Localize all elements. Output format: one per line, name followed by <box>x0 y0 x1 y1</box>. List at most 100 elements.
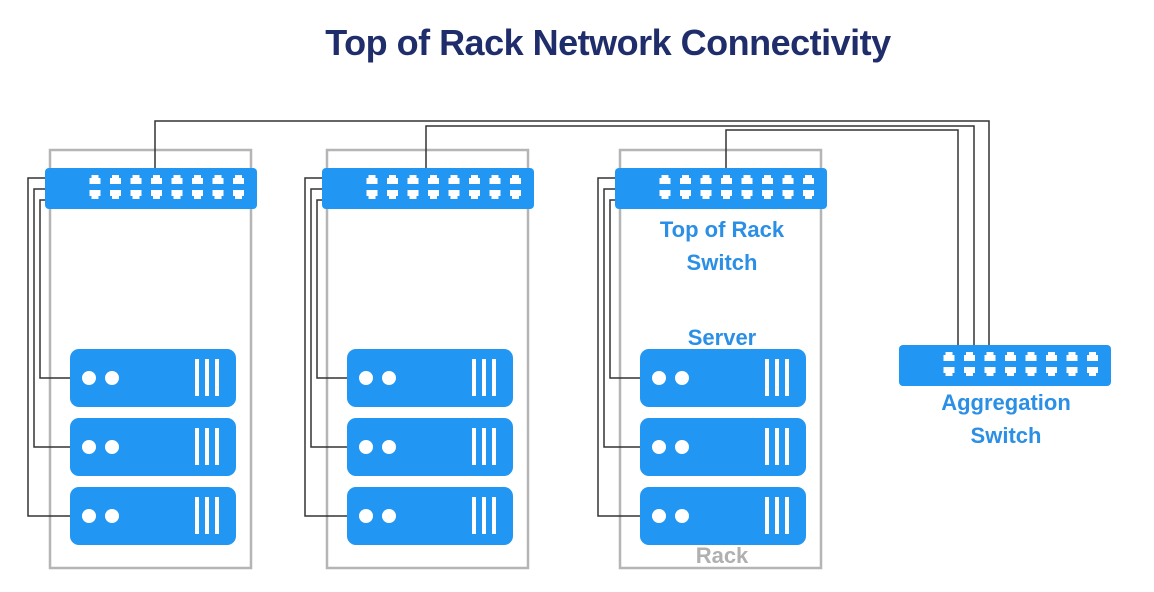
server-body <box>640 487 806 545</box>
port-icon <box>680 175 691 184</box>
cable <box>316 199 349 379</box>
port-icon <box>984 367 996 376</box>
server-vent-icon <box>775 497 779 534</box>
cable <box>304 177 349 517</box>
port-icon <box>510 175 521 184</box>
cable <box>39 199 72 379</box>
rack-outline <box>618 148 823 570</box>
server <box>640 487 806 545</box>
diagram-title: Top of Rack Network Connectivity <box>325 22 891 63</box>
rack-3 <box>618 148 823 570</box>
server-led-icon <box>652 371 666 385</box>
server-led-icon <box>359 371 373 385</box>
server-vent-icon <box>482 497 486 534</box>
server-vent-icon <box>492 428 496 465</box>
port-icon <box>233 175 244 184</box>
server-vent-icon <box>195 428 199 465</box>
port-icon <box>943 352 955 361</box>
server-vent-icon <box>195 497 199 534</box>
port-icon <box>1087 367 1098 376</box>
server-led-icon <box>675 440 689 454</box>
server-body <box>640 418 806 476</box>
port-icon <box>151 190 162 199</box>
top-of-rack-switch <box>322 168 534 209</box>
port-icon <box>407 175 419 184</box>
port-icon <box>192 190 203 199</box>
server-vent-icon <box>195 359 199 396</box>
server-body <box>347 487 513 545</box>
switch-body <box>615 168 827 209</box>
server-body <box>70 487 236 545</box>
port-icon <box>943 367 955 376</box>
switch-body <box>322 168 534 209</box>
port-icon <box>659 175 671 184</box>
port-icon <box>171 190 183 199</box>
server-led-icon <box>382 509 396 523</box>
server-label: Server <box>688 325 757 350</box>
port-icon <box>387 175 398 184</box>
port-icon <box>89 175 101 184</box>
server <box>347 487 513 545</box>
port-icon <box>89 190 101 199</box>
port-icon <box>448 175 460 184</box>
port-icon <box>1025 367 1037 376</box>
port-icon <box>803 190 814 199</box>
port-icon <box>233 190 244 199</box>
port-icon <box>428 190 439 199</box>
port-icon <box>428 175 439 184</box>
server-body <box>70 349 236 407</box>
server-led-icon <box>652 440 666 454</box>
port-icon <box>212 190 224 199</box>
port-icon <box>407 190 419 199</box>
server-led-icon <box>359 440 373 454</box>
port-icon <box>700 175 712 184</box>
server <box>640 418 806 476</box>
server-led-icon <box>359 509 373 523</box>
server-vent-icon <box>482 359 486 396</box>
cable <box>27 177 72 517</box>
server-vent-icon <box>785 359 789 396</box>
server-vent-icon <box>472 359 476 396</box>
port-icon <box>110 175 121 184</box>
port-icon <box>1025 352 1037 361</box>
port-icon <box>1046 352 1057 361</box>
server-led-icon <box>82 371 96 385</box>
uplink-cable <box>154 120 990 346</box>
cable <box>33 188 72 448</box>
port-icon <box>1066 367 1078 376</box>
server-vent-icon <box>765 359 769 396</box>
port-icon <box>130 190 142 199</box>
server <box>70 418 236 476</box>
server-vent-icon <box>215 359 219 396</box>
server-vent-icon <box>765 497 769 534</box>
port-icon <box>366 175 378 184</box>
port-icon <box>1046 367 1057 376</box>
server-led-icon <box>382 440 396 454</box>
rack-1 <box>48 148 253 570</box>
server <box>640 349 806 407</box>
server-led-icon <box>105 371 119 385</box>
port-icon <box>659 190 671 199</box>
port-icon <box>469 175 480 184</box>
server-vent-icon <box>205 497 209 534</box>
server-led-icon <box>105 440 119 454</box>
server-led-icon <box>105 509 119 523</box>
port-icon <box>387 190 398 199</box>
aggregation-switch <box>899 345 1111 386</box>
port-icon <box>1005 352 1016 361</box>
port-icon <box>1005 367 1016 376</box>
port-icon <box>762 190 773 199</box>
server <box>347 349 513 407</box>
server-vent-icon <box>785 428 789 465</box>
top-of-rack-switch <box>45 168 257 209</box>
port-icon <box>130 175 142 184</box>
port-icon <box>721 175 732 184</box>
racks-layer <box>48 148 823 570</box>
server-body <box>347 349 513 407</box>
server-vent-icon <box>215 497 219 534</box>
port-icon <box>964 352 975 361</box>
server-vent-icon <box>775 359 779 396</box>
server-vent-icon <box>765 428 769 465</box>
port-icon <box>489 190 501 199</box>
cable <box>603 188 642 448</box>
